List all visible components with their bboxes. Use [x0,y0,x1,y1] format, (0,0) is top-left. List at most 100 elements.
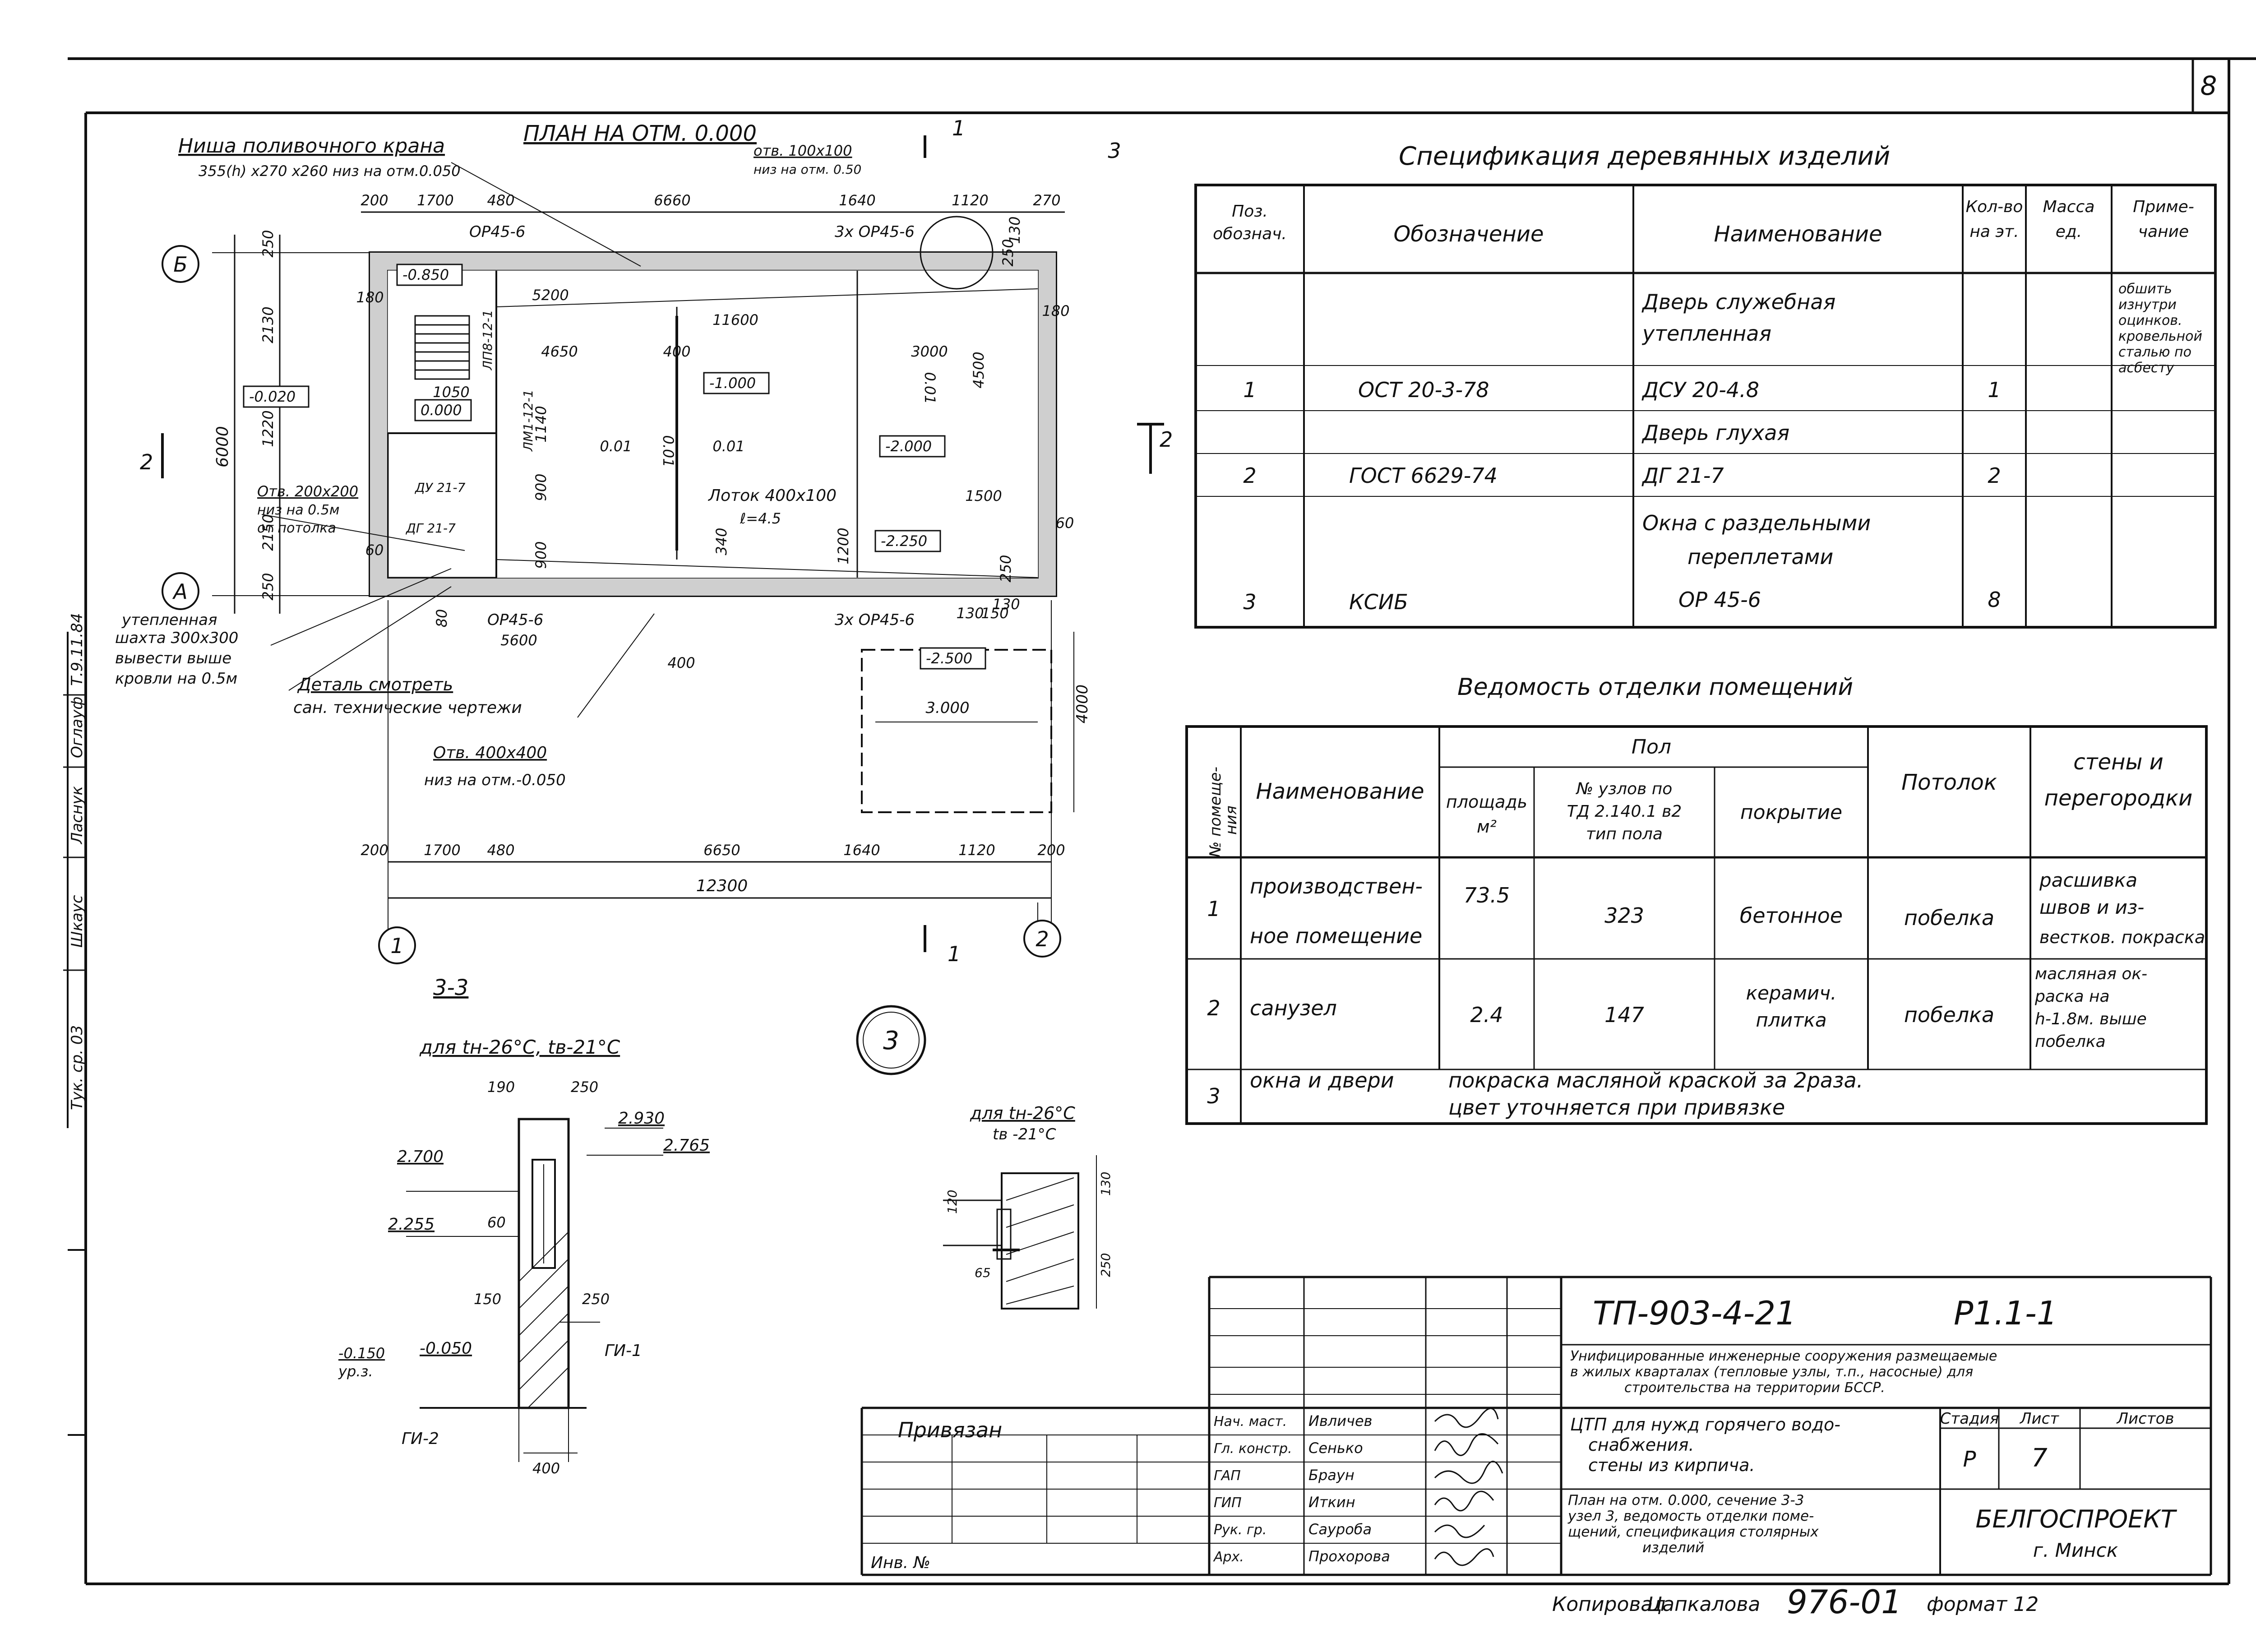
finish-row2-node: 147 [1604,1003,1644,1027]
node-3-marker [856,1005,926,1075]
level-box [920,647,986,670]
side-stamp-1: Тук. ср. 03 [68,1025,86,1110]
section-3-3-dim-1: 190 [487,1078,515,1096]
finish-row1-name-a: производствен- [1250,874,1423,898]
axis-label-a: А [172,579,187,604]
window-bottom-left: ОР45-6 [487,611,543,629]
section-3-3-subtitle: для tн-26°С, tв-21°С [419,1036,620,1058]
title-inv: Инв. № [871,1554,930,1572]
finish-row3-name: окна и двери [1250,1068,1394,1092]
dim-inner: 1500 [965,487,1002,504]
finish-header-ceiling: Потолок [1901,770,1997,795]
node-3-dim-2: 130 [1098,1172,1113,1196]
finish-row2-walls-c: h-1.8м. выше [2035,1010,2147,1028]
pit-dim-2: 4000 [1073,685,1091,724]
dim-side: 250 [997,555,1014,582]
spec-table-headers: Поз. обознач. Обозначение Наименование К… [1213,198,2194,247]
spec-row4-pos: 2 [1243,463,1256,488]
dim-left: 250 [259,230,277,257]
finish-header-cover: покрытие [1740,801,1842,824]
spec-header-qty2: на эт. [1969,222,2019,241]
section-3-3-dim-6: 400 [532,1460,560,1477]
finish-table-title: Ведомость отделки помещений [1457,674,1853,701]
hole-note-2-sub: низ на отм.-0.050 [424,771,566,789]
spec-row1-note-e: сталью по [2118,344,2191,360]
title-role-4: ГИП [1214,1495,1242,1511]
dim-top: 6660 [654,192,690,209]
node-3-dim-1: 120 [945,1190,960,1214]
finish-table [1185,725,2208,1125]
title-sheet: 7 [2031,1444,2048,1473]
title-object-c: стены из кирпича. [1588,1455,1755,1475]
dim-top: 1120 [952,192,988,209]
title-role-3-name: Браун [1308,1467,1355,1484]
finish-row1-walls-b: швов и из- [2039,896,2144,918]
level-mark: -1.000 [709,375,756,392]
level-box [703,372,770,394]
title-role-5: Рук. гр. [1214,1522,1267,1538]
finish-row2-walls-a: масляная ок- [2035,965,2147,983]
section-mark-1-top: 1 [952,116,965,140]
finish-header-walls-a: стены и [2073,750,2164,775]
section-3-3-dim-3: 60 [487,1214,506,1231]
dim-top: 200 [361,192,388,209]
finish-row1-name-b: ное помещение [1250,924,1422,948]
spec-row5-name-a: Окна с раздельными [1642,511,1871,535]
dim-left: 1220 [259,410,277,447]
hole-note-1-sub: низ на 0.5м [257,502,339,518]
footer: Копировал Цапкалова 976-01 формат 12 [1552,1583,2039,1621]
hole-note-2: Отв. 400x400 [433,744,547,762]
dim-inner: 400 [667,654,695,671]
finish-row2-walls-b: раска на [2034,987,2110,1006]
tray-label: Лоток 400x100 [707,486,837,505]
floor-plan [161,135,1164,952]
level-box [243,385,310,408]
spec-header-designation: Обозначение [1393,222,1544,247]
spec-row2-name: ДСУ 20-4.8 [1641,378,1759,402]
spec-row1-note-b: изнутри [2118,297,2177,313]
node-3-texts: для tн-26°С tв -21°С 120 130 250 65 [945,1103,1113,1280]
title-object-b: снабжения. [1588,1435,1694,1455]
finish-row2-area: 2.4 [1470,1003,1503,1027]
level-box [874,530,941,552]
section-3-3-level-ref: ур.з. [338,1363,373,1380]
spec-header-pos: Поз. [1232,202,1268,221]
node-3-label: 3 [883,1026,899,1055]
spec-header-mass2: ед. [2056,222,2082,241]
title-privyazan: Привязан [898,1418,1002,1442]
footer-copier: Цапкалова [1647,1593,1760,1616]
section-3-3-dim-2: 250 [571,1078,598,1096]
dim-inner: 5600 [500,632,537,649]
title-sheet-code: Р1.1-1 [1954,1294,2057,1332]
finish-row2-cover-b: плитка [1756,1009,1826,1031]
section-3-3-level-3: 2.700 [397,1148,444,1166]
level-mark: -2.000 [885,438,932,455]
plan-title: ПЛАН НА ОТМ. 0.000 [523,121,757,146]
dim-side: 80 [433,609,450,628]
spec-header-name: Наименование [1714,222,1882,247]
detail-note-sub: сан. технические чертежи [293,699,522,717]
section-3-3-level-5: -0.150 [338,1345,385,1362]
level-mark: -0.020 [249,388,296,405]
level-box [414,399,472,421]
dim-bottom: 1640 [843,842,880,859]
section-3-3-dim-5: 250 [582,1291,610,1308]
axis-label-3: 3 [1108,139,1121,163]
pit-dim-1: 3.000 [925,699,969,717]
section-mark-1-bottom: 1 [948,942,961,966]
detail-note: Деталь смотреть [297,675,453,694]
dim-left: 2130 [259,306,277,343]
niche-title: Ниша поливочного крана [178,134,445,157]
node-3-detail [943,1155,1097,1310]
title-role-1: Нач. маст. [1214,1414,1287,1430]
dim-total: 12300 [696,877,748,895]
axis-label-b: Б [173,252,188,277]
section-3-3 [406,1118,663,1462]
finish-header-area-a: площадь [1446,792,1527,812]
finish-header-name: Наименование [1256,779,1424,804]
title-code: ТП-903-4-21 [1593,1294,1796,1332]
spec-row1-note-c: оцинков. [2118,313,2182,329]
spec-row2-qty: 1 [1988,378,2001,402]
level-mark: -2.500 [926,650,972,667]
